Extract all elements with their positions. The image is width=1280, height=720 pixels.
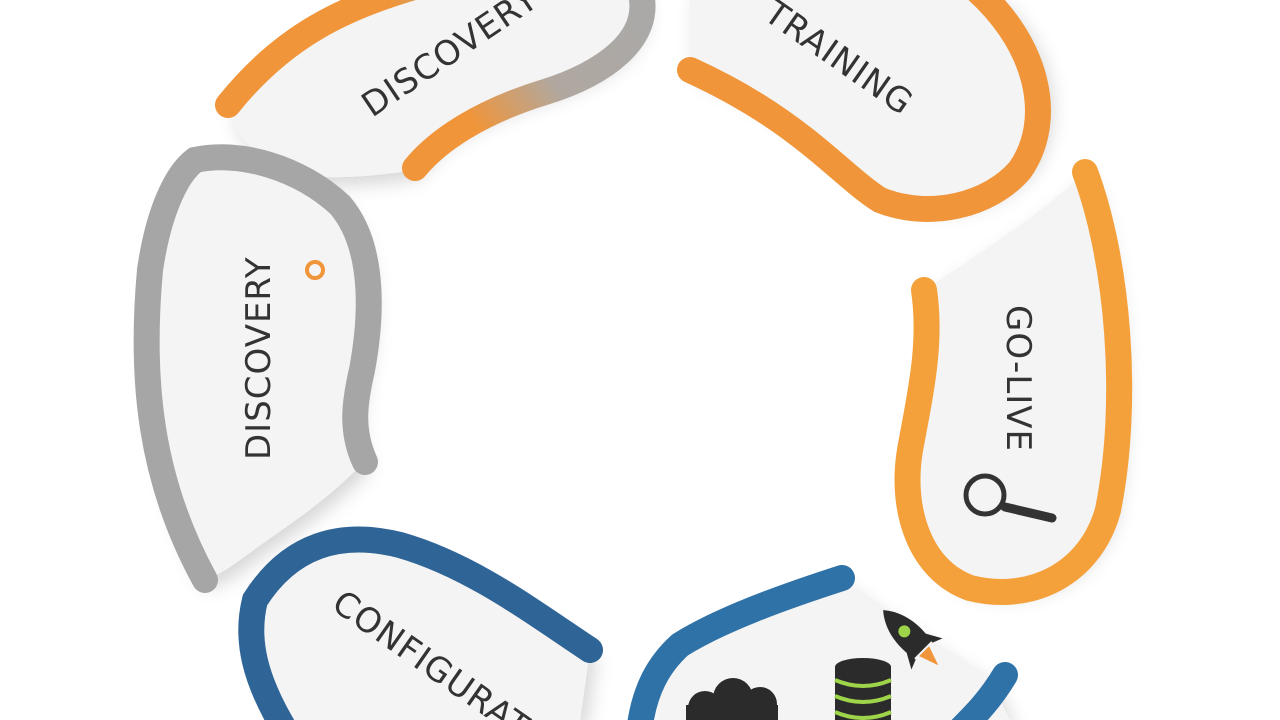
- database-icon: [834, 658, 892, 720]
- panel-training: [690, 0, 1047, 204]
- pin-icon: [305, 260, 325, 280]
- stroke-configuration: [238, 526, 603, 720]
- stroke-bottom-right: [627, 565, 1018, 720]
- label-go-live: GO-LIVE: [998, 305, 1038, 452]
- stroke-training: [677, 0, 1051, 222]
- cloud-icon: [686, 678, 778, 720]
- stroke-discovery-left: [133, 144, 382, 593]
- segment-panels: [146, 0, 1121, 720]
- label-discovery-left: DISCOVERY: [239, 256, 279, 460]
- magnifier-icon: [963, 473, 1057, 523]
- stroke-discovery-top: [215, 0, 656, 181]
- segment-strokes: [133, 0, 1133, 720]
- panel-go-live: [910, 170, 1121, 590]
- stroke-go-live: [894, 159, 1133, 605]
- panel-configuration: [251, 539, 590, 720]
- panel-discovery-top: [230, 0, 642, 178]
- rocket-icon: [883, 610, 943, 670]
